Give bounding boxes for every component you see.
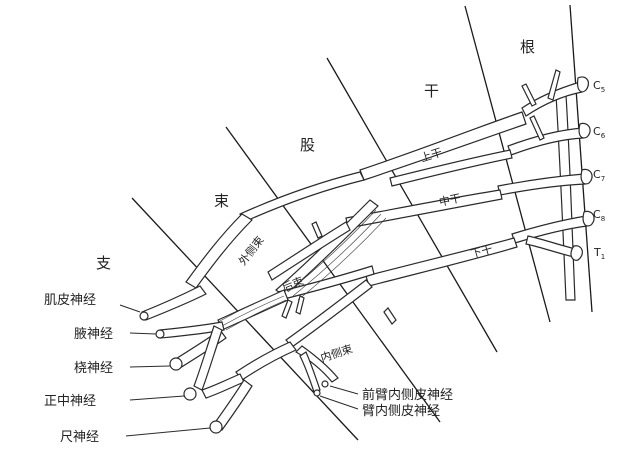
division-fibers-2 [292, 213, 382, 297]
middle-posterior-division [267, 221, 351, 281]
leader-axillary [129, 332, 157, 335]
leader-radial [129, 365, 171, 368]
label-median-nerve: 正中神经 [44, 394, 96, 409]
ulnar-nerve-end [209, 420, 223, 434]
root-label-c5: C5 [593, 79, 605, 94]
upper-anterior-division [239, 171, 365, 223]
root-label-c6: C6 [593, 125, 606, 140]
label-musculocutaneous-nerve: 肌皮神经 [44, 293, 96, 308]
leader-musculocutaneous [119, 304, 141, 313]
region-label-cord: 束 [214, 192, 229, 210]
label-medial-antebrachial-cutaneous-nerve: 前臂内侧皮神经 [362, 387, 453, 403]
upper-trunk-lower-limb [389, 149, 513, 187]
root-c8-ganglion [582, 210, 595, 227]
root-label-c7: C7 [593, 168, 605, 183]
median-nerve-medial-root [201, 373, 245, 399]
radial-nerve-end [169, 357, 183, 371]
root-c5-ganglion [577, 76, 590, 93]
posterior-cord-fibers-1 [221, 295, 285, 327]
trunk-label-lower: 下干 [469, 242, 494, 261]
spinal-column-band [555, 94, 576, 301]
trunk-label-upper: 上干 [419, 146, 444, 165]
posterior-cord-twig-2 [295, 295, 305, 315]
medial-brachial-cutaneous-nerve [299, 351, 321, 393]
root-t1 [525, 235, 581, 259]
roots [497, 69, 595, 261]
medial-cord-twig [383, 307, 397, 325]
ulnar-nerve [213, 379, 253, 431]
medial-cutaneous-end-1 [321, 380, 329, 388]
medial-cord [235, 341, 297, 381]
medial-cutaneous-end-2 [313, 389, 321, 397]
root-c8 [511, 215, 588, 244]
label-medial-brachial-cutaneous-nerve: 臂内侧皮神经 [362, 403, 440, 419]
root-c7-ganglion [580, 168, 593, 185]
label-axillary-nerve: 腋神经 [74, 327, 113, 342]
division-fibers-1 [287, 209, 377, 293]
root-twig-2 [521, 83, 537, 107]
leader-ulnar [125, 427, 211, 437]
posterior-cord-twig-1 [281, 299, 293, 319]
terminal-branches [139, 285, 339, 434]
lateral-cord-twig [311, 221, 323, 239]
region-label-division: 股 [300, 136, 315, 154]
trunks [345, 111, 527, 287]
root-t1-ganglion [570, 245, 583, 261]
division-fibers-3 [297, 217, 387, 301]
root-label-c8: C8 [593, 208, 605, 223]
divisions [239, 171, 387, 348]
musculocutaneous-nerve-end [139, 311, 149, 321]
trunk-label-middle: 中干 [438, 192, 462, 209]
region-label-branch: 支 [96, 254, 111, 272]
musculocutaneous-nerve [141, 285, 207, 321]
posterior-cord-fibers-2 [217, 291, 281, 323]
label-radial-nerve: 桡神经 [74, 361, 113, 376]
divider-root-trunk [464, 5, 551, 323]
region-label-root: 根 [520, 38, 535, 56]
leader-medial-brachial [319, 395, 359, 410]
cords [185, 213, 397, 381]
posterior-cord-fibers-3 [225, 299, 287, 331]
axillary-nerve-end [155, 329, 165, 339]
cord-label-medial: 内侧束 [319, 341, 355, 365]
median-nerve-end [183, 387, 197, 401]
root-twig-3 [529, 115, 545, 141]
cord-label-lateral: 外侧束 [236, 234, 267, 268]
root-label-t1: T1 [593, 246, 605, 261]
lower-trunk [365, 237, 518, 287]
label-ulnar-nerve: 尺神经 [60, 430, 99, 445]
root-c6 [507, 127, 584, 156]
region-label-trunk: 干 [424, 82, 439, 100]
root-twig-1 [547, 69, 561, 101]
median-nerve [193, 325, 223, 391]
root-c6-ganglion [578, 122, 591, 139]
leader-median [129, 395, 185, 401]
divider-division-cord [225, 126, 441, 423]
vertebral-line [569, 4, 593, 313]
leader-medial-antebrachial [329, 385, 359, 395]
